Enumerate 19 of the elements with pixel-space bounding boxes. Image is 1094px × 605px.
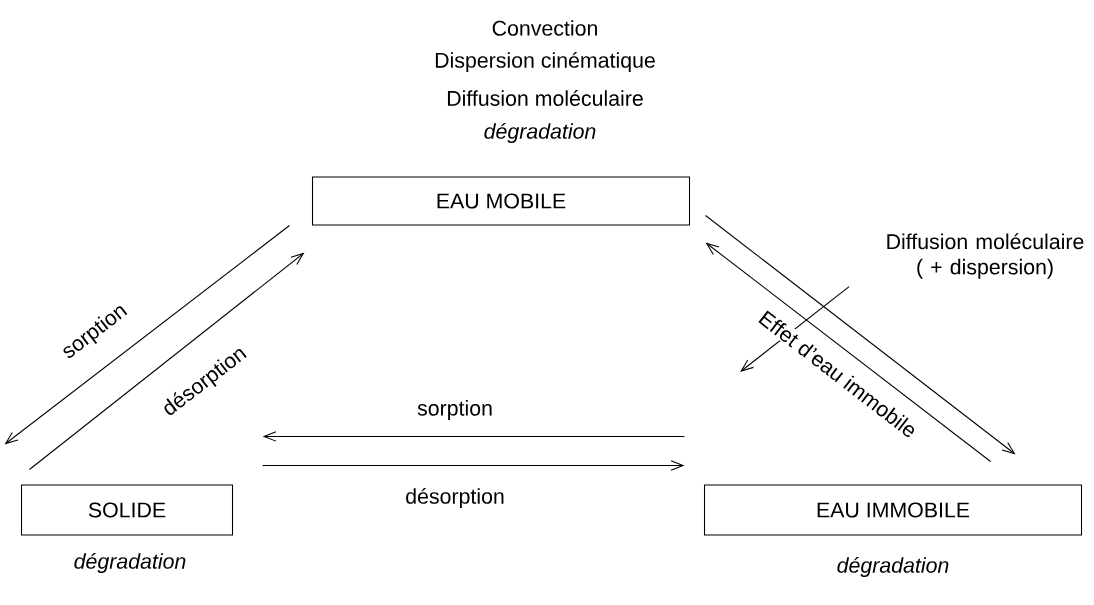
side-label: dégradation <box>837 556 949 578</box>
arrow <box>4 225 290 445</box>
arrow <box>262 431 686 442</box>
arrow <box>262 460 685 471</box>
leader-arrow <box>740 286 850 372</box>
side-label: dégradation <box>74 552 186 574</box>
arrow <box>705 242 992 462</box>
side-label: Diffusion moléculaire <box>447 90 643 106</box>
edge-label: sorption <box>415 398 495 422</box>
edge-label: désorption <box>403 486 507 510</box>
process-box: SOLIDE <box>20 484 234 536</box>
process-box: EAU IMMOBILE <box>703 484 1083 536</box>
arrow <box>28 252 305 470</box>
side-label: Dispersion cinématique <box>435 51 655 73</box>
process-box: EAU MOBILE <box>311 176 691 226</box>
arrow <box>705 215 1016 455</box>
side-label: Convection <box>492 20 597 36</box>
side-label: dégradation <box>484 122 596 144</box>
annotation-text: Diffusion moléculaire ( + dispersion) <box>887 233 1084 279</box>
